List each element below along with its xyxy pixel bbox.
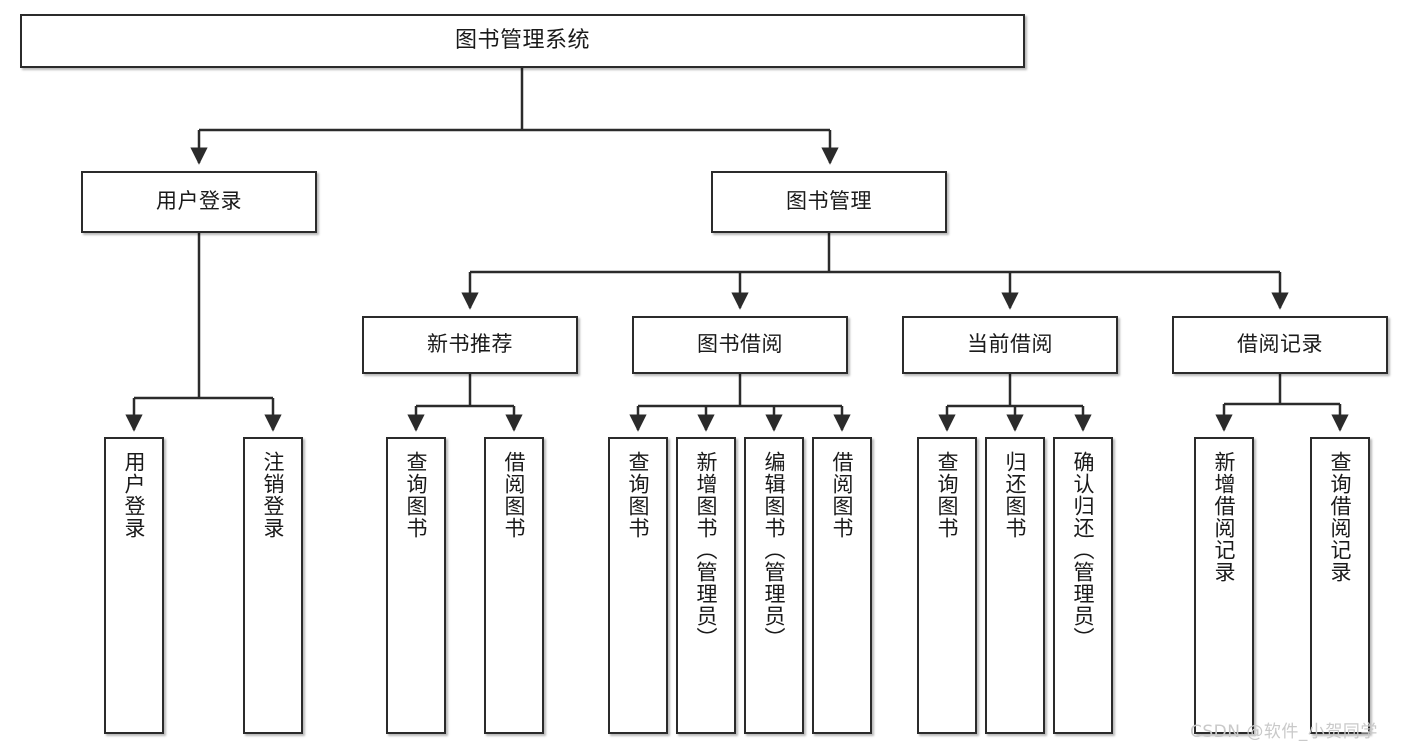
- node-new-book-rec[interactable]: 新书推荐: [362, 316, 578, 374]
- node-book-manage-label: 图书管理: [786, 189, 872, 214]
- node-leaf-query-book-3-label: 查询图书: [935, 451, 960, 539]
- node-leaf-return-book[interactable]: 归还图书: [985, 437, 1045, 734]
- node-book-manage[interactable]: 图书管理: [711, 171, 947, 233]
- node-leaf-query-book-1-label: 查询图书: [404, 451, 429, 539]
- node-leaf-edit-book-label: 编辑图书（管理员）: [762, 451, 787, 649]
- node-leaf-add-book-label: 新增图书（管理员）: [694, 451, 719, 649]
- node-leaf-borrow-book-1-label: 借阅图书: [502, 451, 527, 539]
- node-root-label: 图书管理系统: [454, 27, 590, 53]
- node-book-borrow[interactable]: 图书借阅: [632, 316, 848, 374]
- node-leaf-user-login-label: 用户登录: [122, 451, 147, 539]
- node-borrow-record-label: 借阅记录: [1237, 332, 1323, 357]
- node-borrow-record[interactable]: 借阅记录: [1172, 316, 1388, 374]
- node-user-login-label: 用户登录: [156, 189, 242, 214]
- node-leaf-logout-label: 注销登录: [261, 451, 286, 539]
- node-leaf-add-record[interactable]: 新增借阅记录: [1194, 437, 1254, 734]
- node-leaf-logout[interactable]: 注销登录: [243, 437, 303, 734]
- node-current-borrow-label: 当前借阅: [967, 332, 1053, 357]
- node-leaf-query-book-2-label: 查询图书: [626, 451, 651, 539]
- node-leaf-return-book-label: 归还图书: [1003, 451, 1028, 539]
- node-leaf-query-book-1[interactable]: 查询图书: [386, 437, 446, 734]
- node-leaf-query-record-label: 查询借阅记录: [1328, 451, 1353, 583]
- node-leaf-add-record-label: 新增借阅记录: [1212, 451, 1237, 583]
- node-new-book-rec-label: 新书推荐: [427, 332, 513, 357]
- node-user-login[interactable]: 用户登录: [81, 171, 317, 233]
- node-leaf-borrow-book-2[interactable]: 借阅图书: [812, 437, 872, 734]
- node-book-borrow-label: 图书借阅: [697, 332, 783, 357]
- node-leaf-query-book-2[interactable]: 查询图书: [608, 437, 668, 734]
- node-root[interactable]: 图书管理系统: [20, 14, 1025, 68]
- node-leaf-user-login[interactable]: 用户登录: [104, 437, 164, 734]
- node-leaf-confirm-return-label: 确认归还（管理员）: [1071, 451, 1096, 649]
- node-current-borrow[interactable]: 当前借阅: [902, 316, 1118, 374]
- node-leaf-borrow-book-1[interactable]: 借阅图书: [484, 437, 544, 734]
- node-leaf-query-record[interactable]: 查询借阅记录: [1310, 437, 1370, 734]
- node-leaf-confirm-return[interactable]: 确认归还（管理员）: [1053, 437, 1113, 734]
- node-leaf-borrow-book-2-label: 借阅图书: [830, 451, 855, 539]
- node-leaf-add-book[interactable]: 新增图书（管理员）: [676, 437, 736, 734]
- node-leaf-edit-book[interactable]: 编辑图书（管理员）: [744, 437, 804, 734]
- node-leaf-query-book-3[interactable]: 查询图书: [917, 437, 977, 734]
